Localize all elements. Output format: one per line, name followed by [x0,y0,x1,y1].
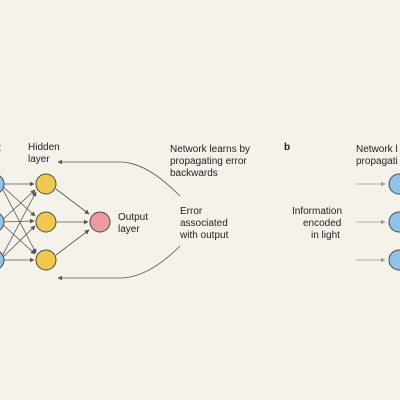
optical-node-1 [388,173,400,195]
edge-h1-o [55,188,90,215]
learns-label-line-3: backwards [170,168,218,179]
backprop-arrow-bottom [57,245,181,281]
input-node-3 [0,251,5,269]
edge-i3-h1 [0,191,37,261]
input-hidden-connections [0,181,37,263]
backprop-arrow-top [57,159,181,197]
hidden-output-connections [55,188,90,256]
panel-b-learns-label-line-2: propagati [356,156,398,167]
input-layer-label-fragment: t [0,143,1,154]
panel-a: t Hidden layer [0,142,250,281]
hidden-layer-label-line-2: layer [28,154,50,165]
panel-b-letter: b [284,142,290,153]
edge-i2-h1 [0,189,36,223]
optical-node-3 [388,249,400,271]
edge-i1-h2 [0,183,36,217]
learns-label-line-1: Network learns by [170,144,250,155]
hidden-node-3 [35,249,57,271]
error-label-line-3: with output [179,230,229,241]
info-label-line-1: Information [292,206,342,217]
error-label-line-1: Error [180,206,203,217]
optical-node-2 [388,211,400,233]
output-layer-label-line-2: layer [118,224,140,235]
edge-i1-h3 [0,183,37,254]
input-node-2 [0,213,5,231]
learns-label-line-2: propagating error [170,156,247,167]
edge-i3-h2 [0,225,36,261]
edge-i2-h2 [0,218,35,224]
info-label-line-2: encoded [303,218,341,229]
output-layer-label-line-1: Output [118,212,148,223]
panel-b: b Network l propagati Information encode… [284,142,400,271]
light-input-arrows [356,181,386,263]
hidden-node-1 [35,173,57,195]
error-label-line-2: associated [180,218,228,229]
panel-b-learns-label-line-1: Network l [356,144,398,155]
info-label-line-3: in light [311,230,340,241]
edge-i2-h3 [0,221,36,255]
input-node-1 [0,175,5,193]
output-node [89,211,111,233]
edge-h3-o [55,229,90,256]
hidden-layer-label-line-1: Hidden [28,142,60,153]
hidden-node-2 [35,211,57,233]
